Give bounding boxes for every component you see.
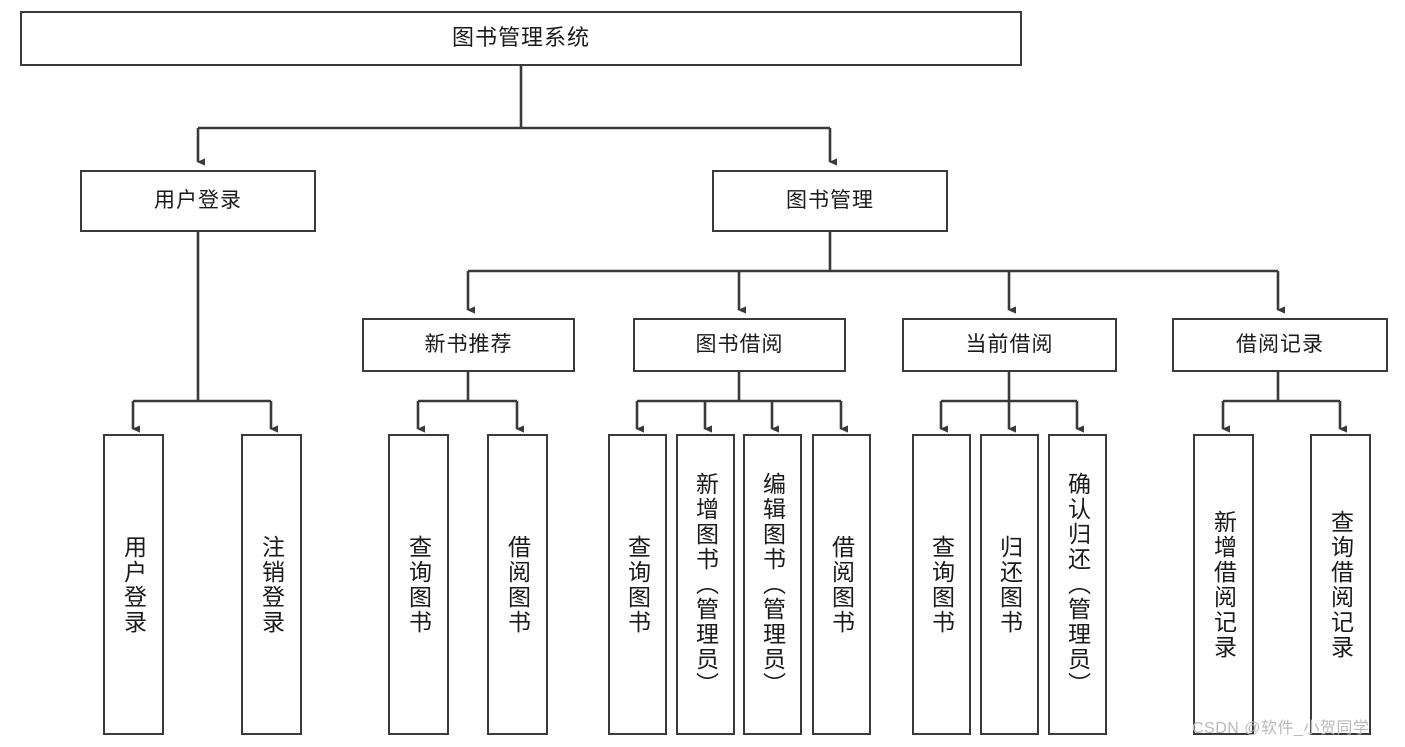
node-current-borrow[interactable]: 当前借阅	[902, 318, 1117, 372]
leaf-new-book-borrow[interactable]: 借阅图书	[487, 434, 548, 735]
node-label: 用户登录	[154, 189, 242, 213]
node-label: 查询图书	[928, 534, 955, 635]
leaf-current-borrow-confirm-return[interactable]: 确认归还（管理员）	[1048, 434, 1107, 735]
leaf-borrow-record-query[interactable]: 查询借阅记录	[1310, 434, 1371, 735]
leaf-book-borrow-borrow[interactable]: 借阅图书	[812, 434, 871, 735]
node-label: 用户登录	[120, 534, 147, 635]
leaf-book-borrow-edit[interactable]: 编辑图书（管理员）	[743, 434, 802, 735]
node-label: 新书推荐	[424, 333, 513, 357]
node-label: 新增借阅记录	[1210, 509, 1237, 660]
node-book-borrow[interactable]: 图书借阅	[633, 318, 846, 372]
node-label: 图书管理系统	[451, 25, 590, 51]
node-label: 借阅记录	[1236, 333, 1324, 357]
node-label: 新增图书（管理员）	[692, 472, 719, 697]
node-label: 借阅图书	[504, 534, 531, 635]
leaf-user-login-login[interactable]: 用户登录	[103, 434, 164, 735]
node-borrow-record[interactable]: 借阅记录	[1172, 318, 1388, 372]
leaf-user-login-logout[interactable]: 注销登录	[241, 434, 302, 735]
node-root-system[interactable]: 图书管理系统	[20, 11, 1022, 66]
node-label: 注销登录	[258, 534, 285, 635]
node-label: 查询借阅记录	[1327, 509, 1354, 660]
leaf-book-borrow-query[interactable]: 查询图书	[608, 434, 667, 735]
node-new-book-recommend[interactable]: 新书推荐	[362, 318, 575, 372]
node-label: 图书借阅	[695, 333, 784, 357]
node-label: 查询图书	[405, 534, 432, 635]
node-label: 当前借阅	[965, 333, 1054, 357]
node-label: 图书管理	[786, 189, 874, 213]
node-label: 编辑图书（管理员）	[759, 472, 786, 697]
leaf-new-book-query[interactable]: 查询图书	[388, 434, 449, 735]
leaf-current-borrow-return[interactable]: 归还图书	[980, 434, 1039, 735]
node-label: 借阅图书	[828, 534, 855, 635]
node-user-login[interactable]: 用户登录	[80, 170, 316, 232]
node-label: 确认归还（管理员）	[1064, 472, 1091, 697]
node-label: 归还图书	[996, 534, 1023, 635]
leaf-borrow-record-add[interactable]: 新增借阅记录	[1193, 434, 1254, 735]
node-book-management[interactable]: 图书管理	[712, 170, 948, 232]
node-label: 查询图书	[624, 534, 651, 635]
leaf-current-borrow-query[interactable]: 查询图书	[912, 434, 971, 735]
watermark: CSDN @软件_小贺同学	[1192, 720, 1370, 737]
leaf-book-borrow-add[interactable]: 新增图书（管理员）	[676, 434, 735, 735]
